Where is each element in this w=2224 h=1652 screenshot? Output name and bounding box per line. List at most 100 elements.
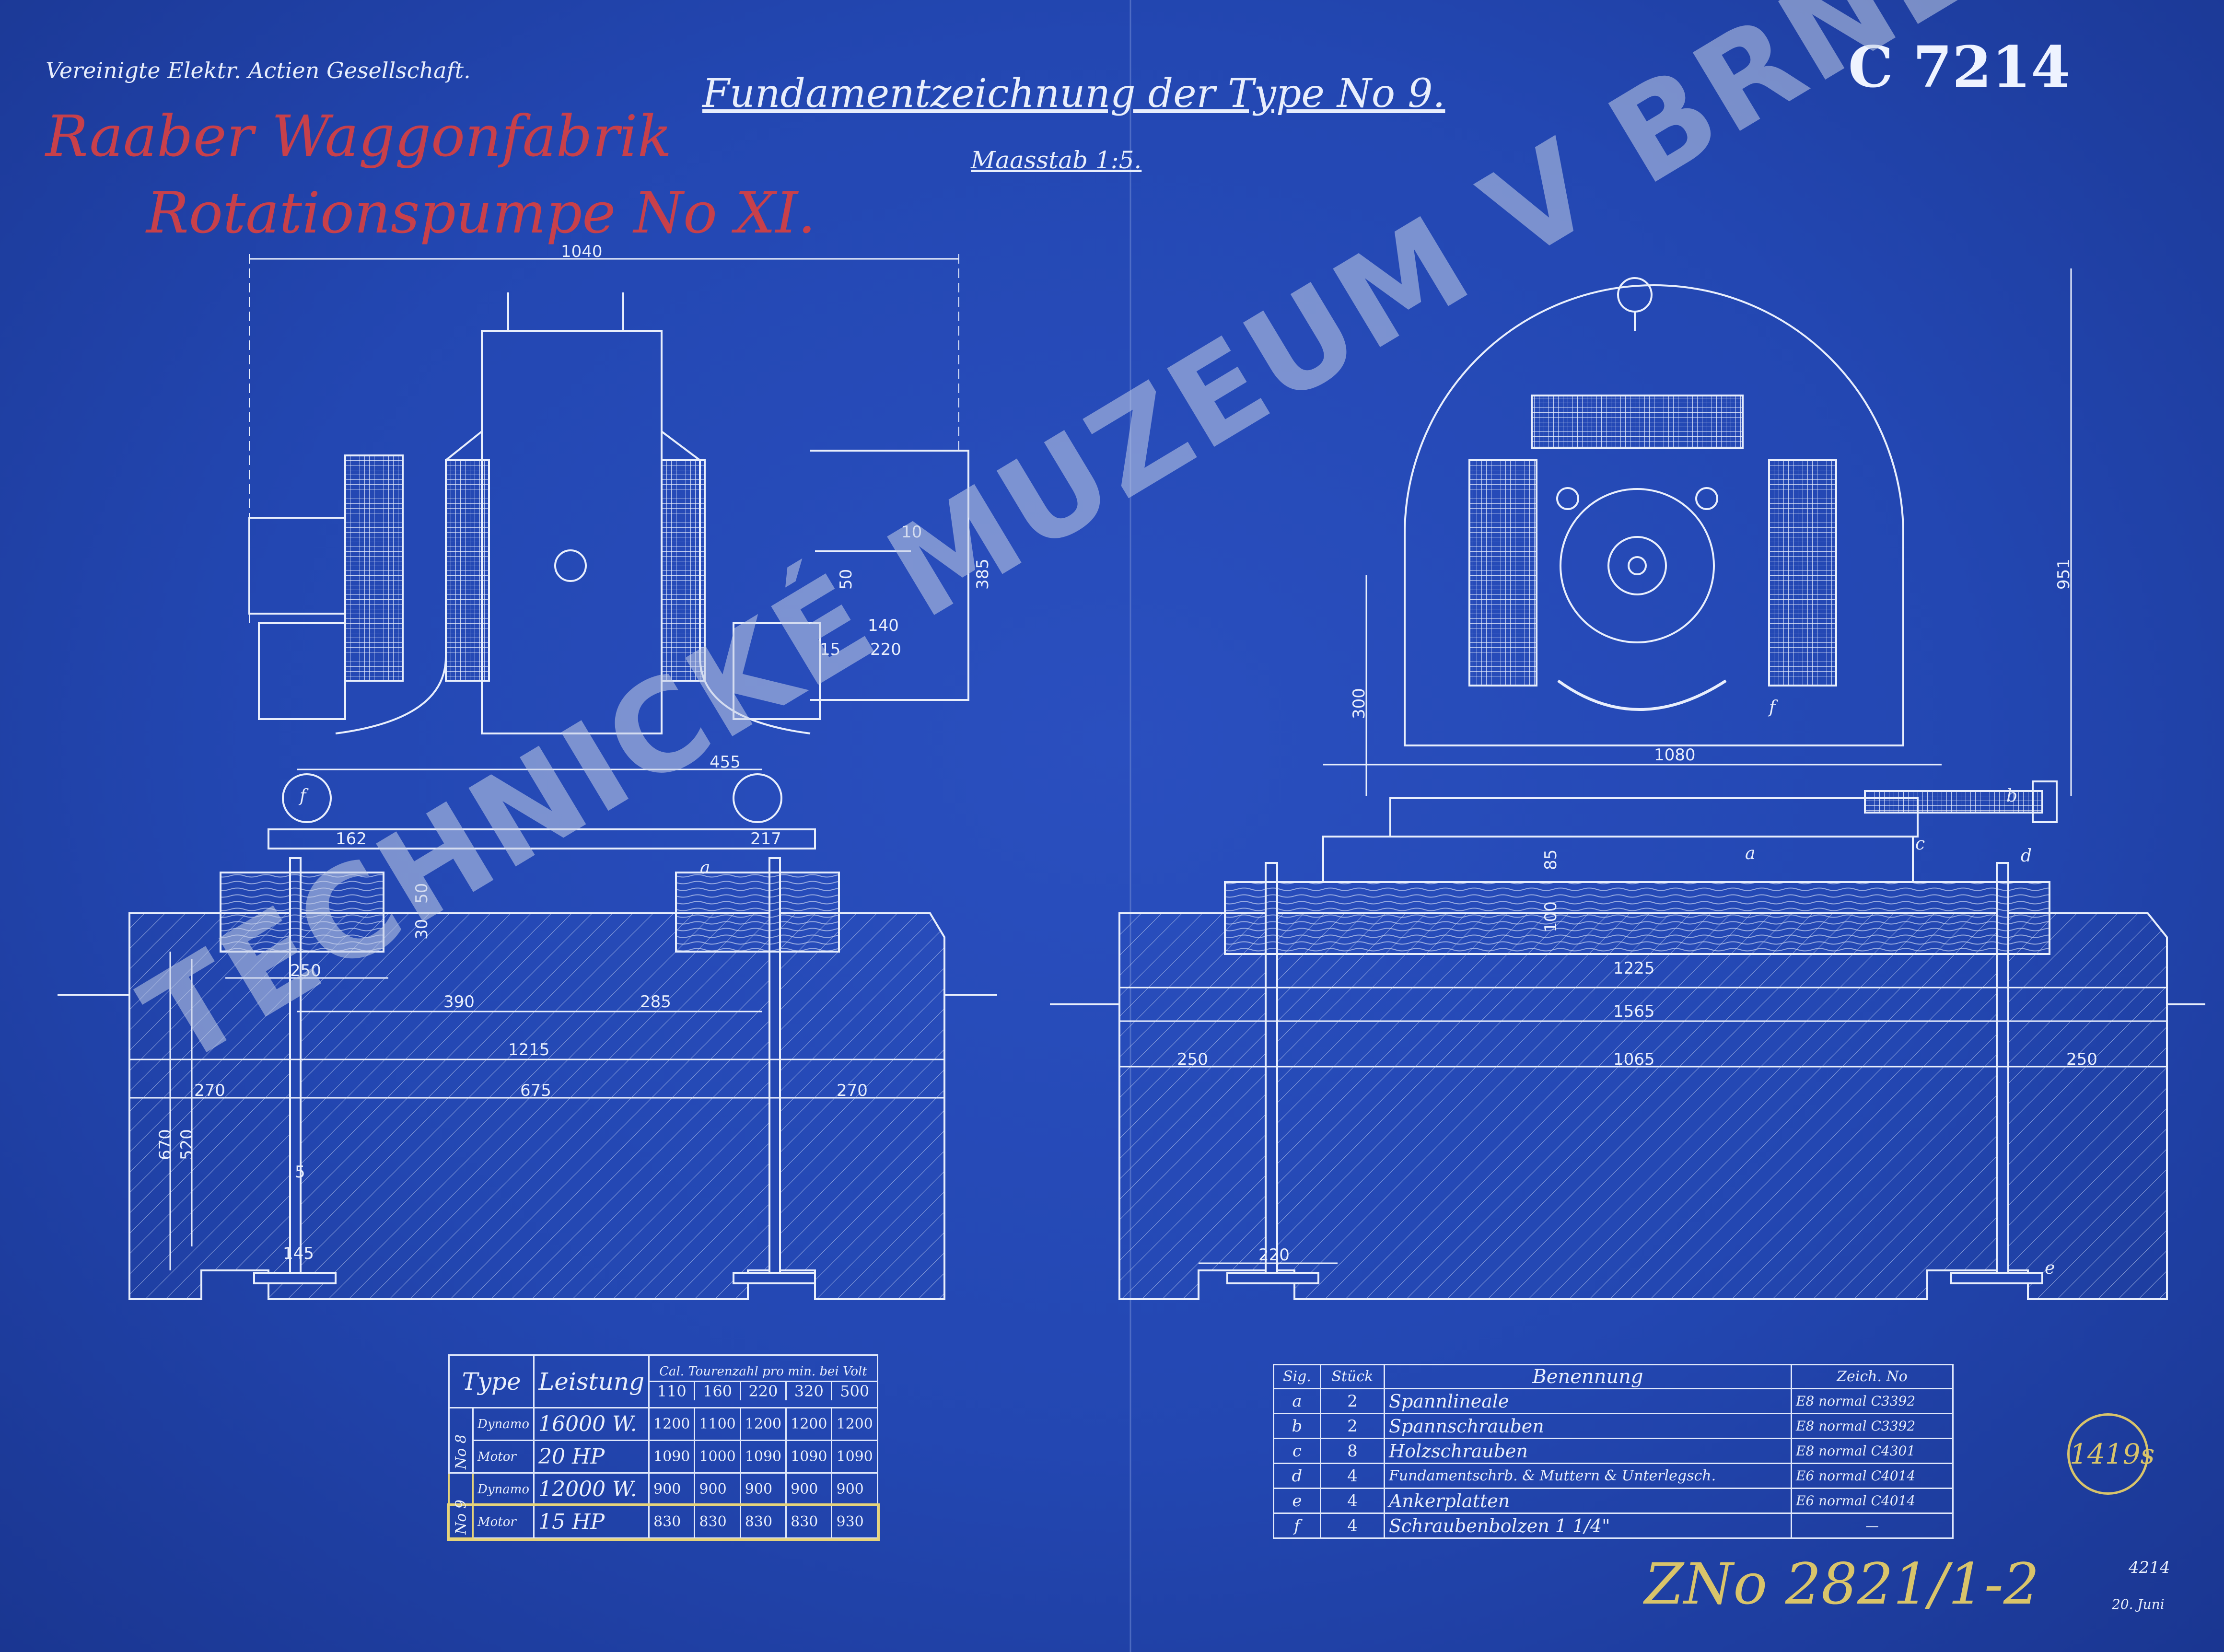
dim-270-left: 270 <box>194 1081 225 1100</box>
drawing-code: C 7214 <box>1848 34 2071 100</box>
type-table: Type Leistung Cal. Tourenzahl pro min. b… <box>446 1354 880 1541</box>
dim-1565: 1565 <box>1613 1002 1655 1021</box>
part-sig: a <box>1273 1388 1321 1414</box>
part-qty: 4 <box>1319 1512 1385 1539</box>
leistung-header: Leistung <box>533 1354 650 1408</box>
rpm-value: 900 <box>785 1472 833 1506</box>
part-ref: E8 normal C3392 <box>1790 1388 1954 1414</box>
part-sig: e <box>1273 1488 1321 1514</box>
part-name: Fundamentschrb. & Muttern & Unterlegsch. <box>1383 1463 1792 1489</box>
rpm-value: 930 <box>831 1505 878 1539</box>
group-label-no8: No 8 <box>449 1408 473 1473</box>
table-row: c 8 Holzschrauben E8 normal C4301 <box>1273 1438 1954 1464</box>
part-ref: E6 normal C4014 <box>1790 1463 1954 1489</box>
dim-100: 100 <box>1541 901 1560 932</box>
inventory-number: ZNo 2821/1-2 <box>1644 1551 2039 1617</box>
part-qty: 4 <box>1319 1488 1385 1514</box>
part-name: Spannlineale <box>1383 1388 1792 1414</box>
red-annotation-pump: Rotationspumpe No XI. <box>146 180 816 246</box>
corner-note: 4214 <box>2129 1558 2170 1577</box>
rpm-header-cell: Cal. Tourenzahl pro min. bei Volt 110 16… <box>648 1354 878 1408</box>
part-name: Spannschrauben <box>1383 1413 1792 1439</box>
rpm-value: 1090 <box>739 1440 787 1474</box>
row-power: 20 HP <box>533 1440 650 1474</box>
part-name: Schraubenbolzen 1 1/4" <box>1383 1512 1792 1539</box>
dim-145: 145 <box>283 1244 314 1263</box>
dim-162: 162 <box>336 829 367 849</box>
company-name: Vereinigte Elektr. Actien Gesellschaft. <box>46 58 471 83</box>
dim-220-right: 220 <box>1258 1245 1290 1265</box>
parts-header-row: Sig. Stück Benennung Zeich. No <box>1273 1364 1954 1389</box>
header-sig: Sig. <box>1273 1364 1321 1389</box>
table-row-highlighted: Motor 15 HP 830 830 830 830 930 <box>446 1503 880 1541</box>
table-row: d 4 Fundamentschrb. & Muttern & Unterleg… <box>1273 1463 1954 1489</box>
part-name: Holzschrauben <box>1383 1438 1792 1464</box>
dim-250: 250 <box>290 961 321 980</box>
part-sig: d <box>1273 1463 1321 1489</box>
dim-390: 390 <box>443 992 475 1012</box>
part-qty: 2 <box>1319 1413 1385 1439</box>
dim-85: 85 <box>1541 849 1560 870</box>
rpm-value: 1090 <box>831 1440 878 1474</box>
type-header: Type <box>448 1354 535 1408</box>
label-e-right: e <box>2045 1258 2055 1278</box>
dim-5: 5 <box>295 1163 305 1182</box>
label-a-right: a <box>1745 844 1756 863</box>
label-b-right: b <box>2006 786 2018 806</box>
dim-1065: 1065 <box>1613 1050 1655 1069</box>
volt-220: 220 <box>741 1382 787 1400</box>
part-qty: 4 <box>1319 1463 1385 1489</box>
rpm-value: 1200 <box>785 1407 833 1441</box>
rpm-value: 900 <box>739 1472 787 1506</box>
dim-250-right: 250 <box>2066 1050 2097 1069</box>
label-f-right: f <box>1769 698 1776 717</box>
rpm-value: 1200 <box>739 1407 787 1441</box>
rpm-value: 1090 <box>785 1440 833 1474</box>
part-ref: E6 normal C4014 <box>1790 1488 1954 1514</box>
dim-10: 10 <box>901 523 922 542</box>
part-sig: b <box>1273 1413 1321 1439</box>
row-power: 15 HP <box>533 1505 650 1539</box>
rpm-value: 1200 <box>648 1407 696 1441</box>
red-annotation-customer: Raaber Waggonfabrik <box>46 103 672 169</box>
table-row: a 2 Spannlineale E8 normal C3392 <box>1273 1388 1954 1414</box>
dim-1080: 1080 <box>1654 745 1696 765</box>
table-row: f 4 Schraubenbolzen 1 1/4" — <box>1273 1512 1954 1539</box>
dim-15: 15 <box>820 640 841 659</box>
part-ref: — <box>1790 1512 1954 1539</box>
dim-140: 140 <box>868 616 899 635</box>
rpm-value: 830 <box>785 1505 833 1539</box>
dim-250-left: 250 <box>1177 1050 1208 1069</box>
rpm-value: 830 <box>648 1505 696 1539</box>
table-row: Motor 20 HP 1090 1000 1090 1090 1090 <box>449 1440 878 1474</box>
rpm-value: 830 <box>694 1505 741 1539</box>
dim-285: 285 <box>640 992 671 1012</box>
rpm-value: 900 <box>648 1472 696 1506</box>
dim-1225: 1225 <box>1613 959 1655 978</box>
drawing-scale: Maasstab 1:5. <box>971 146 1142 174</box>
dim-220-left: 220 <box>870 640 901 659</box>
rpm-value: 1000 <box>694 1440 741 1474</box>
volt-row: 110 160 220 320 500 <box>650 1382 877 1400</box>
row-kind: Dynamo <box>472 1407 535 1441</box>
header-name: Benennung <box>1383 1364 1792 1389</box>
dim-1040: 1040 <box>561 242 603 261</box>
dim-675: 675 <box>520 1081 551 1100</box>
rpm-value: 1100 <box>694 1407 741 1441</box>
dim-217: 217 <box>750 829 781 849</box>
volt-320: 320 <box>787 1382 833 1400</box>
row-power: 12000 W. <box>533 1472 650 1506</box>
volt-500: 500 <box>840 1382 870 1400</box>
archive-stamp: 1419s <box>2067 1413 2154 1495</box>
row-power: 16000 W. <box>533 1407 650 1441</box>
table-row: No 8 Dynamo 16000 W. 1200 1100 1200 1200… <box>449 1407 878 1473</box>
rpm-value: 830 <box>739 1505 787 1539</box>
table-row: No 9 Dynamo 12000 W. 900 900 900 900 900 <box>449 1472 878 1538</box>
part-ref: E8 normal C4301 <box>1790 1438 1954 1464</box>
header-qty: Stück <box>1319 1364 1385 1389</box>
row-kind: Motor <box>472 1440 535 1474</box>
row-kind: Motor <box>472 1505 535 1539</box>
parts-table: Sig. Stück Benennung Zeich. No a 2 Spann… <box>1273 1364 1954 1539</box>
